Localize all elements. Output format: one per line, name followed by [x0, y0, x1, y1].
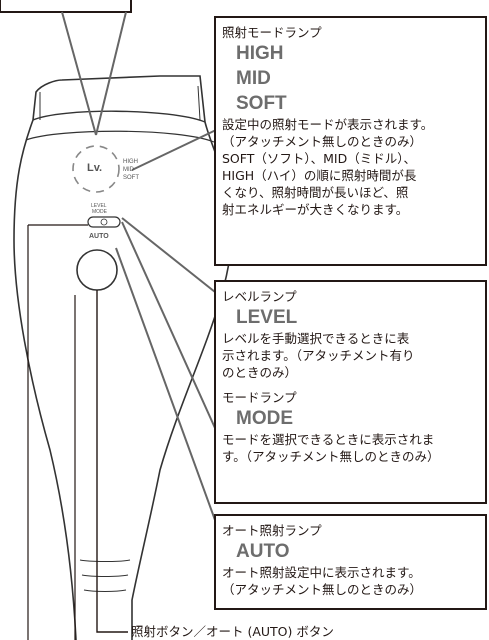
- device-level-label: LEVEL: [91, 203, 107, 209]
- auto-button: [76, 249, 118, 291]
- device-body-left: [13, 119, 77, 640]
- device-mode-label: MODE: [92, 209, 107, 215]
- level-heading: レベルランプ: [222, 289, 297, 304]
- mode-small-high: HIGH: [123, 159, 138, 165]
- device-auto-label: AUTO: [89, 233, 109, 240]
- auto-heading: オート照射ランプ: [222, 523, 322, 538]
- leader-mode-lamp: [131, 129, 217, 171]
- bottom-caption: 照射ボタン／オート (AUTO) ボタン: [131, 624, 334, 639]
- leader-auto: [115, 247, 216, 521]
- leader-mode: [121, 221, 216, 429]
- lv-label: Lv.: [87, 162, 103, 174]
- level-desc-2: 示されます。（アタッチメント有り: [222, 348, 415, 363]
- level-mode-button: [87, 216, 121, 228]
- auto-big: AUTO: [236, 541, 290, 562]
- device-head-band: [25, 130, 215, 143]
- callout-auto: オート照射ランプ AUTO オート照射設定中に表示されます。 （アタッチメント無…: [214, 514, 487, 610]
- irradiation-desc-4: HIGH（ハイ）の順に照射時間が長: [222, 168, 417, 183]
- irradiation-desc-2: （アタッチメント無しのときのみ）: [222, 134, 423, 149]
- leader-button: [96, 290, 128, 633]
- mode-small-mid: MID: [123, 167, 134, 173]
- mode-small-soft: SOFT: [123, 175, 139, 181]
- irradiation-desc-6: 射エネルギーが大きくなります。: [222, 202, 409, 217]
- device-neck-ridges: [79, 559, 131, 592]
- mode-high: HIGH: [236, 43, 284, 64]
- callout-level-mode: レベルランプ LEVEL レベルを手動選択できるときに表 示されます。（アタッチ…: [214, 280, 487, 504]
- level-desc-3: のときのみ）: [222, 365, 298, 380]
- irradiation-mode-heading: 照射モードランプ: [222, 25, 322, 40]
- top-frame-line: [0, 0, 132, 13]
- lv-ring: [72, 145, 120, 193]
- leader-top: [95, 11, 127, 136]
- mode-desc-1: モードを選択できるときに表示されま: [222, 432, 435, 447]
- callout-irradiation-mode: 照射モードランプ HIGH MID SOFT 設定中の照射モードが表示されます。…: [214, 16, 487, 266]
- level-big: LEVEL: [236, 307, 298, 328]
- level-desc-1: レベルを手動選択できるときに表: [222, 331, 410, 346]
- irradiation-desc-3: SOFT（ソフト）、MID（ミドル）、: [222, 151, 416, 166]
- device-head-side-lines: [39, 85, 201, 121]
- leader-top-2: [61, 11, 97, 136]
- mode-big: MODE: [236, 408, 293, 429]
- mode-heading: モードランプ: [222, 390, 297, 405]
- mode-desc-2: す。（アタッチメント無しのときのみ）: [222, 449, 440, 464]
- level-mode-power-icon: [100, 218, 108, 226]
- device-head-cap: [32, 110, 206, 123]
- auto-desc-1: オート照射設定中に表示されます。: [222, 565, 421, 580]
- mode-mid: MID: [236, 68, 271, 89]
- irradiation-desc-5: くなり、照射時間が長いほど、照: [222, 185, 409, 200]
- auto-desc-2: （アタッチメント無しのときのみ）: [222, 582, 423, 597]
- irradiation-desc-1: 設定中の照射モードが表示されます。: [222, 117, 434, 132]
- leader-level: [121, 217, 216, 293]
- mode-soft: SOFT: [236, 93, 287, 114]
